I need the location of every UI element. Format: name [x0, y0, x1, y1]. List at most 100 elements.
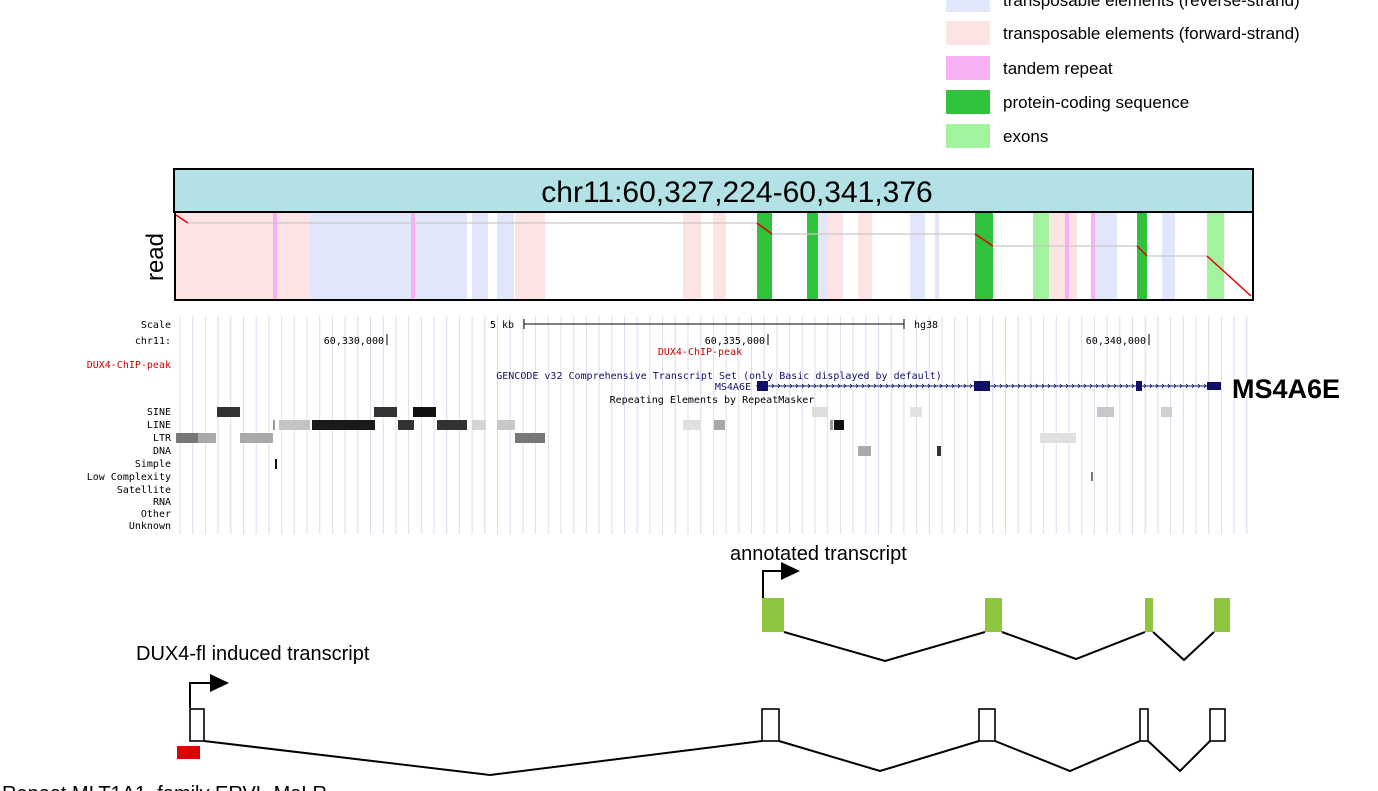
- induced-introns: [994, 740, 1141, 773]
- strand-chevron: [1035, 383, 1039, 389]
- strand-chevron: [939, 383, 943, 389]
- legend: transposable elements (reverse-strand) t…: [946, 0, 1300, 148]
- strand-chevron: [1017, 383, 1021, 389]
- read-alignment-trace: [175, 214, 1252, 297]
- strand-chevron: [963, 383, 967, 389]
- annotated-introns: [1001, 631, 1146, 661]
- repeat-class-label: Unknown: [129, 521, 171, 532]
- position-ticks: 60,330,000 60,335,000 60,340,000: [324, 334, 1150, 347]
- strand-chevron: [1155, 383, 1159, 389]
- repeat-note: Repeat MLT1A1, family ERVL-MaLR: [2, 783, 327, 791]
- strand-chevron: [951, 383, 955, 389]
- strand-chevron: [1077, 383, 1081, 389]
- legend-label-protein-coding: protein-coding sequence: [1003, 93, 1189, 112]
- strand-chevron: [957, 383, 961, 389]
- strand-chevron: [1131, 383, 1135, 389]
- strand-chevron: [1029, 383, 1033, 389]
- position-label: 60,335,000: [705, 336, 765, 347]
- repeat-track-title: Repeating Elements by RepeatMasker: [610, 395, 815, 406]
- genome-browser: Scale chr11: DUX4-ChIP-peak 5 kb hg38 60…: [87, 316, 1340, 534]
- legend-label-forward-te: transposable elements (forward-strand): [1003, 24, 1300, 43]
- legend-swatch-exons: [946, 124, 990, 148]
- strand-chevron: [1023, 383, 1027, 389]
- strand-chevron: [1005, 383, 1009, 389]
- read-panel: read: [142, 211, 1254, 301]
- scale-label: Scale: [141, 320, 171, 331]
- strand-chevron: [1173, 383, 1177, 389]
- strand-chevron: [783, 383, 787, 389]
- scale-bar-text: 5 kb: [490, 320, 514, 331]
- induced-transcript: DUX4-fl induced transcript Repeat MLT1A1…: [2, 643, 1226, 791]
- strand-chevron: [933, 383, 937, 389]
- repeat-class-label: Low Complexity: [87, 472, 171, 483]
- legend-swatch-tandem-repeat: [946, 56, 990, 80]
- strand-chevron: [789, 383, 793, 389]
- strand-chevron: [885, 383, 889, 389]
- strand-chevron: [1101, 383, 1105, 389]
- gene-small-label: MS4A6E: [715, 382, 751, 393]
- strand-chevron: [909, 383, 913, 389]
- legend-label-tandem-repeat: tandem repeat: [1003, 59, 1113, 78]
- repeat-class-label: LINE: [147, 420, 171, 431]
- strand-chevron: [867, 383, 871, 389]
- strand-chevron: [1107, 383, 1111, 389]
- repeat-class-labels: SINE LINE LTR DNA Simple Low Complexity …: [87, 407, 172, 532]
- repeat-class-label: Simple: [135, 459, 171, 470]
- peak-track-label: DUX4-ChIP-peak: [87, 360, 171, 371]
- strand-chevron: [999, 383, 1003, 389]
- peak-label: DUX4-ChIP-peak: [658, 347, 742, 358]
- strand-chevron: [813, 383, 817, 389]
- strand-chevron: [831, 383, 835, 389]
- strand-chevron: [861, 383, 865, 389]
- strand-chevron: [1083, 383, 1087, 389]
- strand-chevron: [915, 383, 919, 389]
- strand-chevron: [819, 383, 823, 389]
- strand-chevron: [891, 383, 895, 389]
- region-title: chr11:60,327,224-60,341,376: [541, 176, 932, 209]
- gencode-gene-model: [756, 381, 1221, 391]
- region-title-bar: chr11:60,327,224-60,341,376: [173, 168, 1254, 213]
- strand-chevron: [1089, 383, 1093, 389]
- strand-chevron: [1095, 383, 1099, 389]
- annotated-introns: [783, 631, 986, 663]
- repeat-class-label: Other: [141, 509, 171, 520]
- strand-chevron: [771, 383, 775, 389]
- induced-introns: [778, 740, 980, 773]
- tss-arrow-annotated: [762, 562, 800, 598]
- strand-chevron: [1047, 383, 1051, 389]
- read-shading: [176, 213, 1224, 299]
- strand-chevron: [1149, 383, 1153, 389]
- tss-arrow-induced: [189, 674, 229, 708]
- repeat-class-label: Satellite: [117, 485, 171, 496]
- strand-chevron: [1011, 383, 1015, 389]
- strand-chevron: [825, 383, 829, 389]
- legend-swatch-forward-te: [946, 21, 990, 45]
- strand-chevron: [879, 383, 883, 389]
- induced-exons: [189, 708, 1226, 742]
- strand-chevron: [855, 383, 859, 389]
- scale-bar: 5 kb hg38: [490, 319, 938, 331]
- strand-chevron: [921, 383, 925, 389]
- strand-chevron: [1203, 383, 1207, 389]
- induced-introns: [1147, 740, 1211, 773]
- repeat-marker-block: [177, 746, 200, 759]
- annotated-transcript: annotated transcript: [730, 543, 1230, 663]
- legend-label-reverse-te: transposable elements (reverse-strand): [1003, 0, 1300, 10]
- browser-guide-lines: [179, 316, 1248, 534]
- annotated-transcript-label: annotated transcript: [730, 543, 907, 565]
- strand-chevron: [873, 383, 877, 389]
- strand-chevron: [1071, 383, 1075, 389]
- strand-chevron: [903, 383, 907, 389]
- legend-label-exons: exons: [1003, 127, 1048, 146]
- annotated-introns: [1152, 631, 1215, 662]
- strand-chevron: [1179, 383, 1183, 389]
- strand-chevron: [993, 383, 997, 389]
- strand-chevron: [795, 383, 799, 389]
- strand-chevron: [1191, 383, 1195, 389]
- strand-chevron: [969, 383, 973, 389]
- position-label: 60,330,000: [324, 336, 384, 347]
- strand-chevron: [777, 383, 781, 389]
- strand-chevron: [945, 383, 949, 389]
- strand-chevron: [1143, 383, 1147, 389]
